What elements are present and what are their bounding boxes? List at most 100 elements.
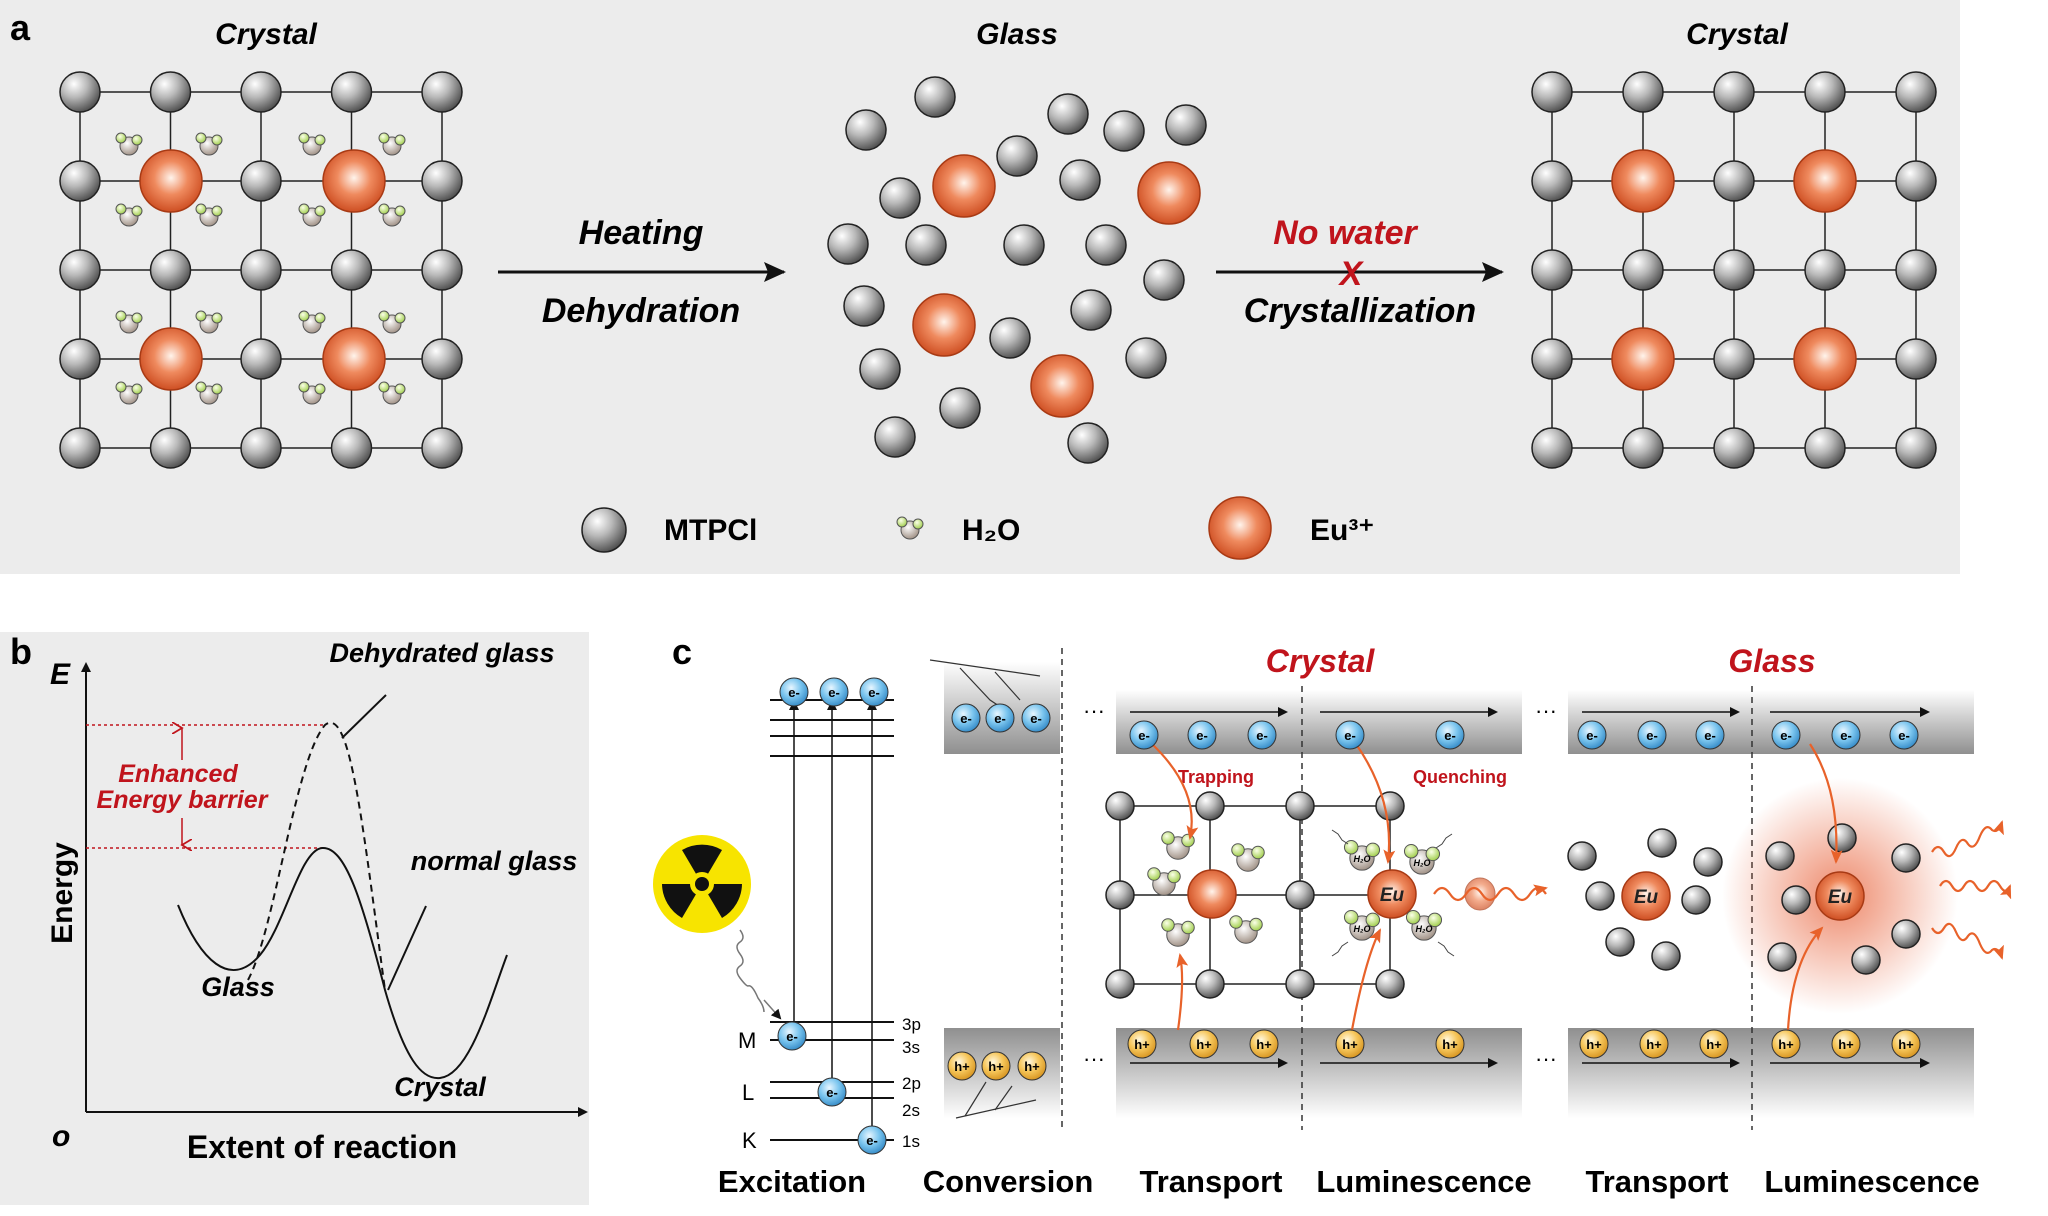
mtpcl-sphere (240, 160, 282, 202)
hole-icon: h+ (1891, 1029, 1921, 1059)
water-molecule (195, 310, 223, 334)
emission-wave (1931, 922, 2004, 960)
ellipsis-markers: ············ (1083, 698, 1557, 1071)
hole-label: h+ (1024, 1059, 1040, 1074)
electron-label: e- (868, 685, 880, 700)
electron-label: e- (826, 1085, 838, 1100)
mtpcl-sphere (59, 160, 101, 202)
glass-cluster (827, 76, 1207, 464)
vibration-squiggle (1331, 941, 1349, 957)
y-axis-symbol: E (50, 658, 71, 691)
eu-label: Eu (1634, 887, 1659, 908)
panel-b: b E o Energy Extent of reaction Enhanced… (0, 631, 589, 1205)
water-molecule (298, 310, 326, 334)
origin-label: o (52, 1120, 70, 1153)
mtpcl-sphere (1895, 160, 1937, 202)
mtpcl-sphere (59, 71, 101, 113)
mtpcl-sphere (1647, 828, 1677, 858)
electron-icon: e- (1021, 703, 1051, 733)
electron-label: e- (786, 1029, 798, 1044)
barrier-label-line2: Energy barrier (97, 786, 269, 814)
mtpcl-sphere (1285, 969, 1315, 999)
mtpcl-sphere (1622, 71, 1664, 113)
electron-icon: e- (1129, 720, 1159, 750)
mtpcl-sphere (1105, 969, 1135, 999)
mtpcl-sphere (1105, 791, 1135, 821)
stage-conversion: Conversion (923, 1164, 1094, 1199)
mtpcl-sphere (240, 249, 282, 291)
no-water-label: No water (1273, 214, 1418, 252)
mtpcl-sphere (1713, 160, 1755, 202)
hole-label: h+ (1342, 1037, 1358, 1052)
hole-icon: h+ (1579, 1029, 1609, 1059)
mtpcl-sphere (1375, 969, 1405, 999)
eu-sphere (932, 154, 996, 218)
shell-k-label: K (742, 1128, 757, 1153)
mtpcl-sphere (1605, 927, 1635, 957)
crystal-minimum-label: Crystal (394, 1072, 486, 1102)
mtpcl-sphere (1827, 823, 1857, 853)
legend: MTPCl H₂O Eu³⁺ (581, 496, 1374, 560)
mtpcl-sphere (1895, 71, 1937, 113)
hole-icon: h+ (1771, 1029, 1801, 1059)
emission-wave (1939, 879, 2012, 900)
crystal-lattice-hydrated (59, 71, 463, 469)
mtpcl-sphere (1195, 969, 1225, 999)
radiation-blade (702, 884, 742, 918)
mtpcl-sphere (1585, 881, 1615, 911)
ellipsis: ··· (1535, 698, 1557, 723)
water-molecule (378, 310, 406, 334)
mtpcl-sphere (914, 76, 956, 118)
heating-label: Heating (579, 214, 704, 252)
electron-label: e- (1840, 728, 1852, 743)
electron-label: e- (1704, 728, 1716, 743)
quenched-emission-wave (1433, 886, 1547, 902)
eu-sphere (1793, 149, 1857, 213)
hole-label: h+ (954, 1059, 970, 1074)
mtpcl-sphere (330, 249, 373, 291)
normal-pointer (387, 905, 427, 991)
electron-icon: e- (1771, 720, 1801, 750)
water-molecule: H₂O (1331, 909, 1381, 957)
mtpcl-sphere (1103, 110, 1145, 152)
water-molecule (1161, 918, 1195, 947)
eu-sphere (1030, 354, 1094, 418)
mtpcl-sphere (1713, 249, 1755, 291)
mtpcl-legend-icon (581, 507, 627, 553)
mtpcl-sphere (939, 387, 981, 429)
mtpcl-sphere (1531, 249, 1573, 291)
vibration-squiggle (1331, 829, 1349, 845)
mtpcl-sphere (1531, 160, 1573, 202)
eu-sphere (322, 149, 386, 213)
panel-b-background (0, 632, 589, 1205)
electron-icon: e- (817, 1077, 847, 1107)
mtpcl-sphere (1804, 71, 1846, 113)
electron-icon: e- (1187, 720, 1217, 750)
mtpcl-sphere (879, 177, 921, 219)
hole-label: h+ (1898, 1037, 1914, 1052)
water-molecule (378, 381, 406, 405)
mtpcl-sphere (1895, 338, 1937, 380)
mtpcl-sphere (1713, 338, 1755, 380)
eu-sphere (1367, 869, 1417, 919)
water-molecule (115, 132, 143, 156)
radiation-center (695, 877, 709, 891)
barrier-label-line1: Enhanced (118, 760, 238, 788)
hole-label: h+ (1586, 1037, 1602, 1052)
electron-icon: e- (951, 703, 981, 733)
mtpcl-sphere (843, 285, 885, 327)
hole-icon: h+ (1017, 1051, 1047, 1081)
electron-label: e- (1646, 728, 1658, 743)
emission-wave (1931, 820, 2004, 858)
water-molecule-legend-icon (896, 516, 924, 540)
hole-label: h+ (988, 1059, 1004, 1074)
mtpcl-sphere (1622, 427, 1664, 469)
mtpcl-sphere (1622, 249, 1664, 291)
electron-label: e- (1344, 728, 1356, 743)
orbital-2s-label: 2s (902, 1101, 920, 1120)
eu-sphere (322, 327, 386, 391)
panel-c: c M L K 3p 3s 2p 2s 1s (653, 631, 2012, 1199)
eu-sphere (139, 149, 203, 213)
